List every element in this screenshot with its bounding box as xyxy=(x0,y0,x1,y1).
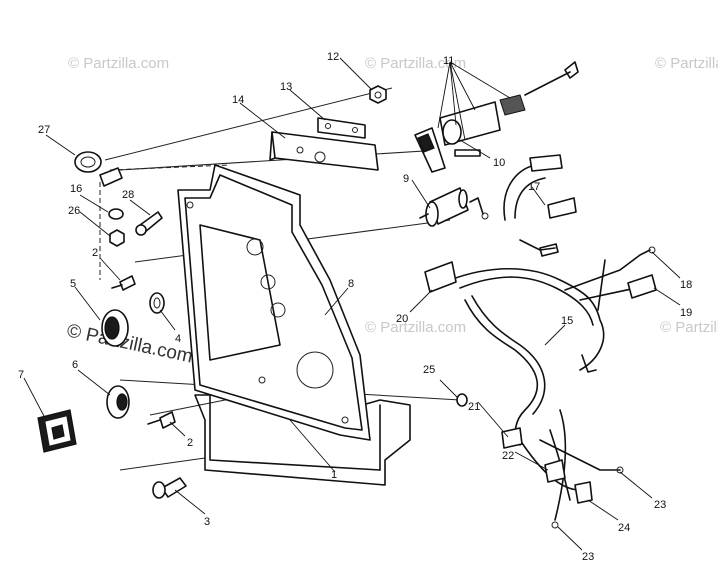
ring-27 xyxy=(74,151,102,173)
decal-7 xyxy=(37,409,77,453)
callout-25: 25 xyxy=(423,364,435,376)
callout-4: 4 xyxy=(175,333,181,345)
callout-2-lower: 2 xyxy=(187,437,193,449)
gear-assembly xyxy=(101,292,165,419)
callout-13: 13 xyxy=(280,81,292,93)
watermark-top-right: © Partzilla.com xyxy=(655,55,718,72)
console-panel xyxy=(177,164,371,441)
callout-10: 10 xyxy=(493,157,505,169)
clip-16 xyxy=(99,167,123,187)
leader-lines xyxy=(23,57,681,551)
callout-27: 27 xyxy=(38,124,50,136)
callout-28: 28 xyxy=(122,189,134,201)
watermark-top-center: © Partzilla.com xyxy=(365,55,466,72)
switch-lever-assembly xyxy=(414,61,579,173)
callout-11: 11 xyxy=(443,55,454,67)
nut-26 xyxy=(109,229,125,247)
callout-26: 26 xyxy=(68,205,80,217)
solenoid xyxy=(419,187,489,227)
callout-12: 12 xyxy=(327,51,339,63)
callout-2-upper: 2 xyxy=(92,247,98,259)
callout-labels: 1 2 2 3 4 5 6 7 8 9 10 11 12 13 14 15 16… xyxy=(18,51,692,563)
callout-21: 21 xyxy=(468,401,480,413)
callout-15: 15 xyxy=(561,315,573,327)
screw-2-upper xyxy=(119,275,136,291)
watermark-mid-center: © Partzilla.com xyxy=(365,319,466,336)
bushing-4 xyxy=(149,292,165,314)
watermark-top-left: © Partzilla.com xyxy=(68,55,169,72)
callout-16: 16 xyxy=(70,183,82,195)
callout-5: 5 xyxy=(70,278,76,290)
callout-1: 1 xyxy=(331,469,337,481)
callout-17: 17 xyxy=(528,181,540,193)
callout-3: 3 xyxy=(204,516,210,528)
callout-23-lower: 23 xyxy=(582,551,594,563)
small-plate xyxy=(317,117,366,139)
wiring-harness xyxy=(424,154,657,529)
callout-14: 14 xyxy=(232,94,244,106)
callout-19: 19 xyxy=(680,307,692,319)
callout-8: 8 xyxy=(348,278,354,290)
callout-7: 7 xyxy=(18,369,24,381)
watermark-group: © Partzilla.com © Partzilla.com © Partzi… xyxy=(65,55,718,368)
bolt-3 xyxy=(161,477,187,498)
screw-2-lower xyxy=(159,411,176,429)
callout-9: 9 xyxy=(403,173,409,185)
callout-24: 24 xyxy=(618,522,630,534)
nut-12 xyxy=(369,85,387,104)
mounting-plate xyxy=(269,131,379,171)
washer-16 xyxy=(108,208,124,220)
callout-22: 22 xyxy=(502,450,514,462)
callout-23-upper: 23 xyxy=(654,499,666,511)
callout-18: 18 xyxy=(680,279,692,291)
callout-20: 20 xyxy=(396,313,408,325)
watermark-mid-right: © Partzilla.com xyxy=(660,319,718,336)
callout-6: 6 xyxy=(72,359,78,371)
washer-25 xyxy=(456,393,468,407)
hardware-parts xyxy=(74,151,187,499)
